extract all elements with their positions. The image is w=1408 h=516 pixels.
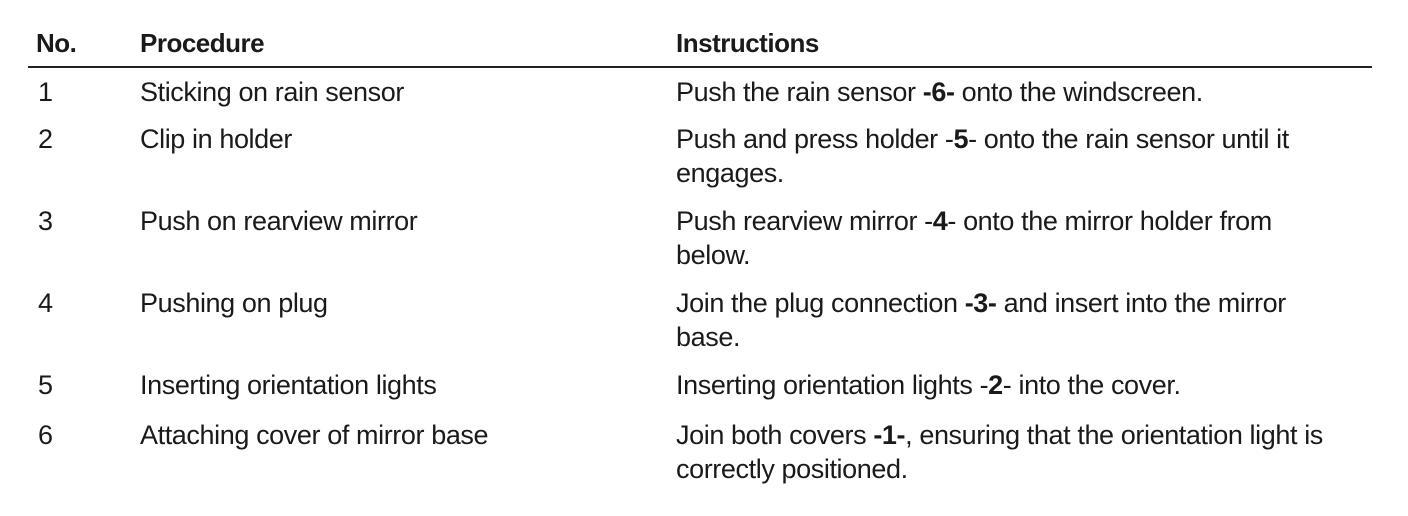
part-reference: -1-	[873, 420, 906, 450]
row-number: 2	[38, 124, 53, 154]
instruction-text: onto the windscreen.	[954, 77, 1204, 107]
part-reference: 4	[932, 206, 948, 236]
part-reference: 2	[988, 370, 1003, 400]
instruction-text: and insert into the mirror base.	[676, 288, 1286, 352]
instructions-cell: Push and press holder -5- onto the rain …	[676, 122, 1372, 204]
instruction-text: - onto the mirror holder from below.	[676, 206, 1272, 270]
part-reference: 5	[953, 124, 969, 154]
table-row: 6 Attaching cover of mirror base Join bo…	[28, 418, 1372, 488]
row-number: 6	[38, 420, 53, 450]
header-instructions: Instructions	[676, 27, 819, 58]
instruction-text: Join the plug connection	[676, 288, 965, 318]
instructions-cell: Push the rain sensor -6- onto the windsc…	[676, 75, 1372, 122]
instruction-text: - onto the rain sensor until it engages.	[676, 124, 1289, 188]
table-row: 2 Clip in holder Push and press holder -…	[28, 122, 1372, 204]
table-row: 1 Sticking on rain sensor Push the rain …	[28, 75, 1372, 122]
instruction-text: Join both covers	[676, 420, 874, 450]
procedure-cell: Sticking on rain sensor	[140, 77, 404, 107]
row-number: 1	[38, 77, 53, 107]
row-number: 3	[38, 206, 53, 236]
table-row: 3 Push on rearview mirror Push rearview …	[28, 204, 1372, 286]
instructions-cell: Inserting orientation lights -2- into th…	[676, 368, 1372, 418]
part-reference: -3-	[964, 288, 997, 318]
instruction-text: Push the rain sensor	[676, 77, 923, 107]
procedure-cell: Attaching cover of mirror base	[140, 420, 489, 450]
header-procedure: Procedure	[140, 27, 265, 58]
instructions-cell: Join the plug connection -3- and insert …	[676, 286, 1372, 368]
row-number: 4	[38, 288, 53, 318]
instruction-text: Inserting orientation lights -	[676, 370, 989, 400]
procedure-cell: Inserting orientation lights	[140, 370, 437, 400]
procedure-cell: Clip in holder	[140, 124, 292, 154]
table-row: 5 Inserting orientation lights Inserting…	[28, 368, 1372, 418]
table-header-row: No. Procedure Instructions	[28, 20, 1372, 68]
instruction-text: Push and press holder -	[676, 124, 954, 154]
table-row: 4 Pushing on plug Join the plug connecti…	[28, 286, 1372, 368]
header-no: No.	[36, 27, 77, 58]
instruction-text: Push rearview mirror -	[676, 206, 933, 236]
row-number: 5	[38, 370, 53, 400]
procedure-cell: Push on rearview mirror	[140, 206, 418, 236]
procedure-cell: Pushing on plug	[140, 288, 328, 318]
procedure-table: No. Procedure Instructions 1 Sticking on…	[28, 20, 1372, 488]
instructions-cell: Push rearview mirror -4- onto the mirror…	[676, 204, 1372, 286]
instruction-text: - into the cover.	[1002, 370, 1181, 400]
part-reference: -6-	[922, 77, 955, 107]
instruction-text: , ensuring that the orientation light is…	[676, 420, 1323, 484]
instructions-cell: Join both covers -1-, ensuring that the …	[676, 418, 1372, 488]
